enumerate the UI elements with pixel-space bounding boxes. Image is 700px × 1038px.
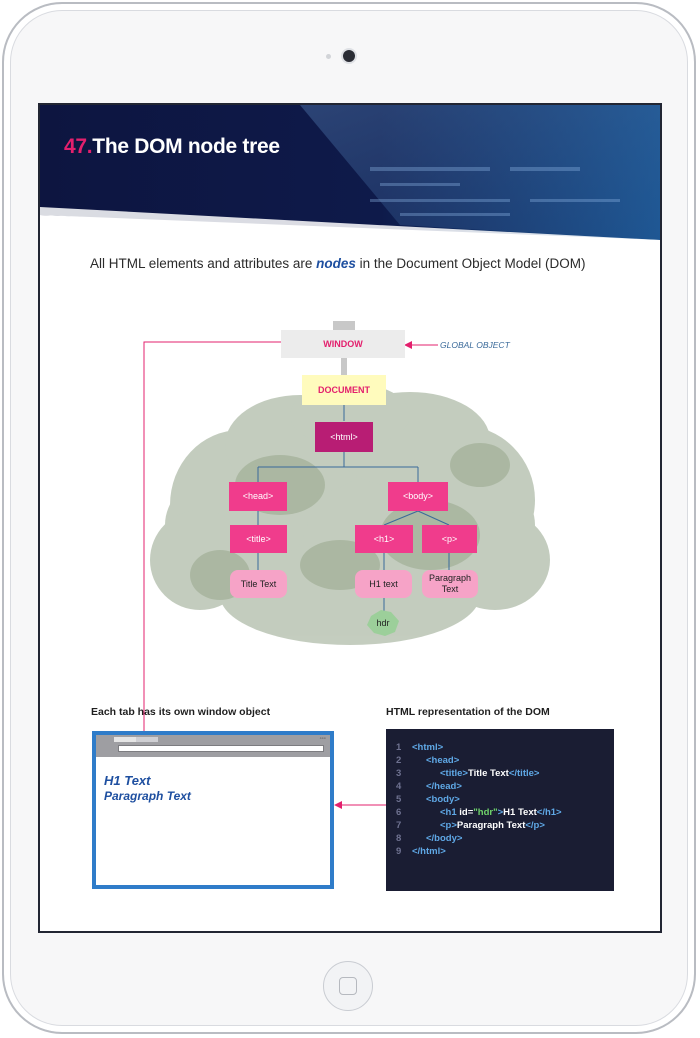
body-node: <body> bbox=[388, 482, 448, 511]
document-node: DOCUMENT bbox=[302, 375, 386, 405]
code-text: <title>Title Text</title> bbox=[440, 768, 539, 779]
left-caption: Each tab has its own window object bbox=[91, 706, 271, 718]
trunk-segment bbox=[341, 353, 347, 377]
hdr-shape bbox=[367, 610, 399, 636]
code-token: id= bbox=[459, 807, 474, 818]
intro-text: All HTML elements and attributes are nod… bbox=[90, 256, 585, 271]
line-number: 9 bbox=[396, 846, 402, 857]
line-number: 3 bbox=[396, 768, 402, 779]
code-text: <p>Paragraph Text</p> bbox=[440, 820, 545, 831]
header-banner bbox=[40, 105, 660, 245]
dom-tree-diagram: WINDOW GLOBAL OBJECT DOCUMENT <html> <he… bbox=[40, 105, 660, 931]
home-square-icon bbox=[339, 977, 357, 995]
code-token: </html> bbox=[412, 846, 446, 857]
intro-emphasis: nodes bbox=[316, 256, 356, 271]
h1-text-node: H1 text bbox=[355, 570, 412, 598]
sensor bbox=[326, 54, 331, 59]
window-controls-icon: ◦◦◦ bbox=[319, 736, 326, 742]
banner-graphic bbox=[40, 105, 660, 245]
global-object-label: GLOBAL OBJECT bbox=[440, 339, 510, 350]
intro-part-1: All HTML elements and attributes are bbox=[90, 256, 317, 271]
tree-edges bbox=[257, 405, 450, 611]
code-token: </title> bbox=[508, 768, 540, 779]
code-token: "hdr" bbox=[473, 807, 498, 818]
intro-part-2: in the Document Object Model (DOM) bbox=[355, 256, 586, 271]
browser-tab-active[interactable] bbox=[114, 737, 136, 742]
code-token: <h1 bbox=[440, 807, 460, 818]
code-token: </p> bbox=[525, 820, 545, 831]
code-token: Title Text bbox=[468, 768, 509, 779]
line-number: 5 bbox=[396, 794, 402, 805]
h1-node: <h1> bbox=[355, 525, 413, 553]
hdr-node: hdr bbox=[376, 617, 390, 628]
window-node: WINDOW bbox=[281, 330, 405, 358]
head-node: <head> bbox=[229, 482, 287, 511]
code-token: </head> bbox=[426, 781, 462, 792]
line-number: 1 bbox=[396, 742, 402, 753]
line-number: 2 bbox=[396, 755, 402, 766]
p-node: <p> bbox=[422, 525, 477, 553]
code-text: </body> bbox=[426, 833, 462, 844]
code-token: > bbox=[497, 807, 504, 818]
line-number: 7 bbox=[396, 820, 402, 831]
slide-number: 47. bbox=[64, 135, 93, 158]
browser-tab-inactive[interactable] bbox=[136, 737, 158, 742]
code-block: 1 <html> 2 <head> 3 <title>Title Text</title>… bbox=[386, 729, 614, 891]
home-button[interactable] bbox=[323, 961, 373, 1011]
right-caption: HTML representation of the DOM bbox=[386, 706, 550, 718]
rendered-h1: H1 Text bbox=[104, 773, 151, 788]
code-token: Paragraph Text bbox=[456, 820, 526, 831]
code-text: <head> bbox=[426, 755, 459, 766]
paragraph-text-node: Paragraph Text bbox=[422, 570, 478, 598]
connector-lines bbox=[143, 341, 438, 806]
line-number: 6 bbox=[396, 807, 402, 818]
slide-title: 47.The DOM node tree bbox=[64, 135, 280, 159]
slide-screen: 47.The DOM node tree All HTML elements a… bbox=[38, 103, 662, 933]
browser-window-mockup: ◦◦◦ H1 Text Paragraph Text bbox=[92, 731, 334, 889]
code-token: </body> bbox=[426, 833, 463, 844]
front-camera bbox=[343, 50, 355, 62]
code-token: H1 Text bbox=[503, 807, 537, 818]
html-node: <html> bbox=[315, 422, 373, 452]
line-number: 4 bbox=[396, 781, 402, 792]
code-token: <p> bbox=[440, 820, 457, 831]
code-token: <head> bbox=[426, 755, 460, 766]
title-node: <title> bbox=[230, 525, 287, 553]
code-token: </h1> bbox=[536, 807, 562, 818]
code-text: </head> bbox=[426, 781, 462, 792]
slide-title-text: The DOM node tree bbox=[92, 135, 280, 158]
code-text: </html> bbox=[412, 846, 446, 857]
title-text-node: Title Text bbox=[230, 570, 287, 598]
line-number: 8 bbox=[396, 833, 402, 844]
code-text: <html> bbox=[412, 742, 443, 753]
address-bar[interactable] bbox=[118, 745, 324, 752]
code-token: <html> bbox=[412, 742, 444, 753]
browser-chrome: ◦◦◦ bbox=[96, 735, 330, 757]
rendered-paragraph: Paragraph Text bbox=[104, 789, 191, 803]
code-token: <body> bbox=[426, 794, 460, 805]
code-token: <title> bbox=[440, 768, 468, 779]
code-text: <h1 id="hdr">H1 Text</h1> bbox=[440, 807, 562, 818]
code-text: <body> bbox=[426, 794, 460, 805]
